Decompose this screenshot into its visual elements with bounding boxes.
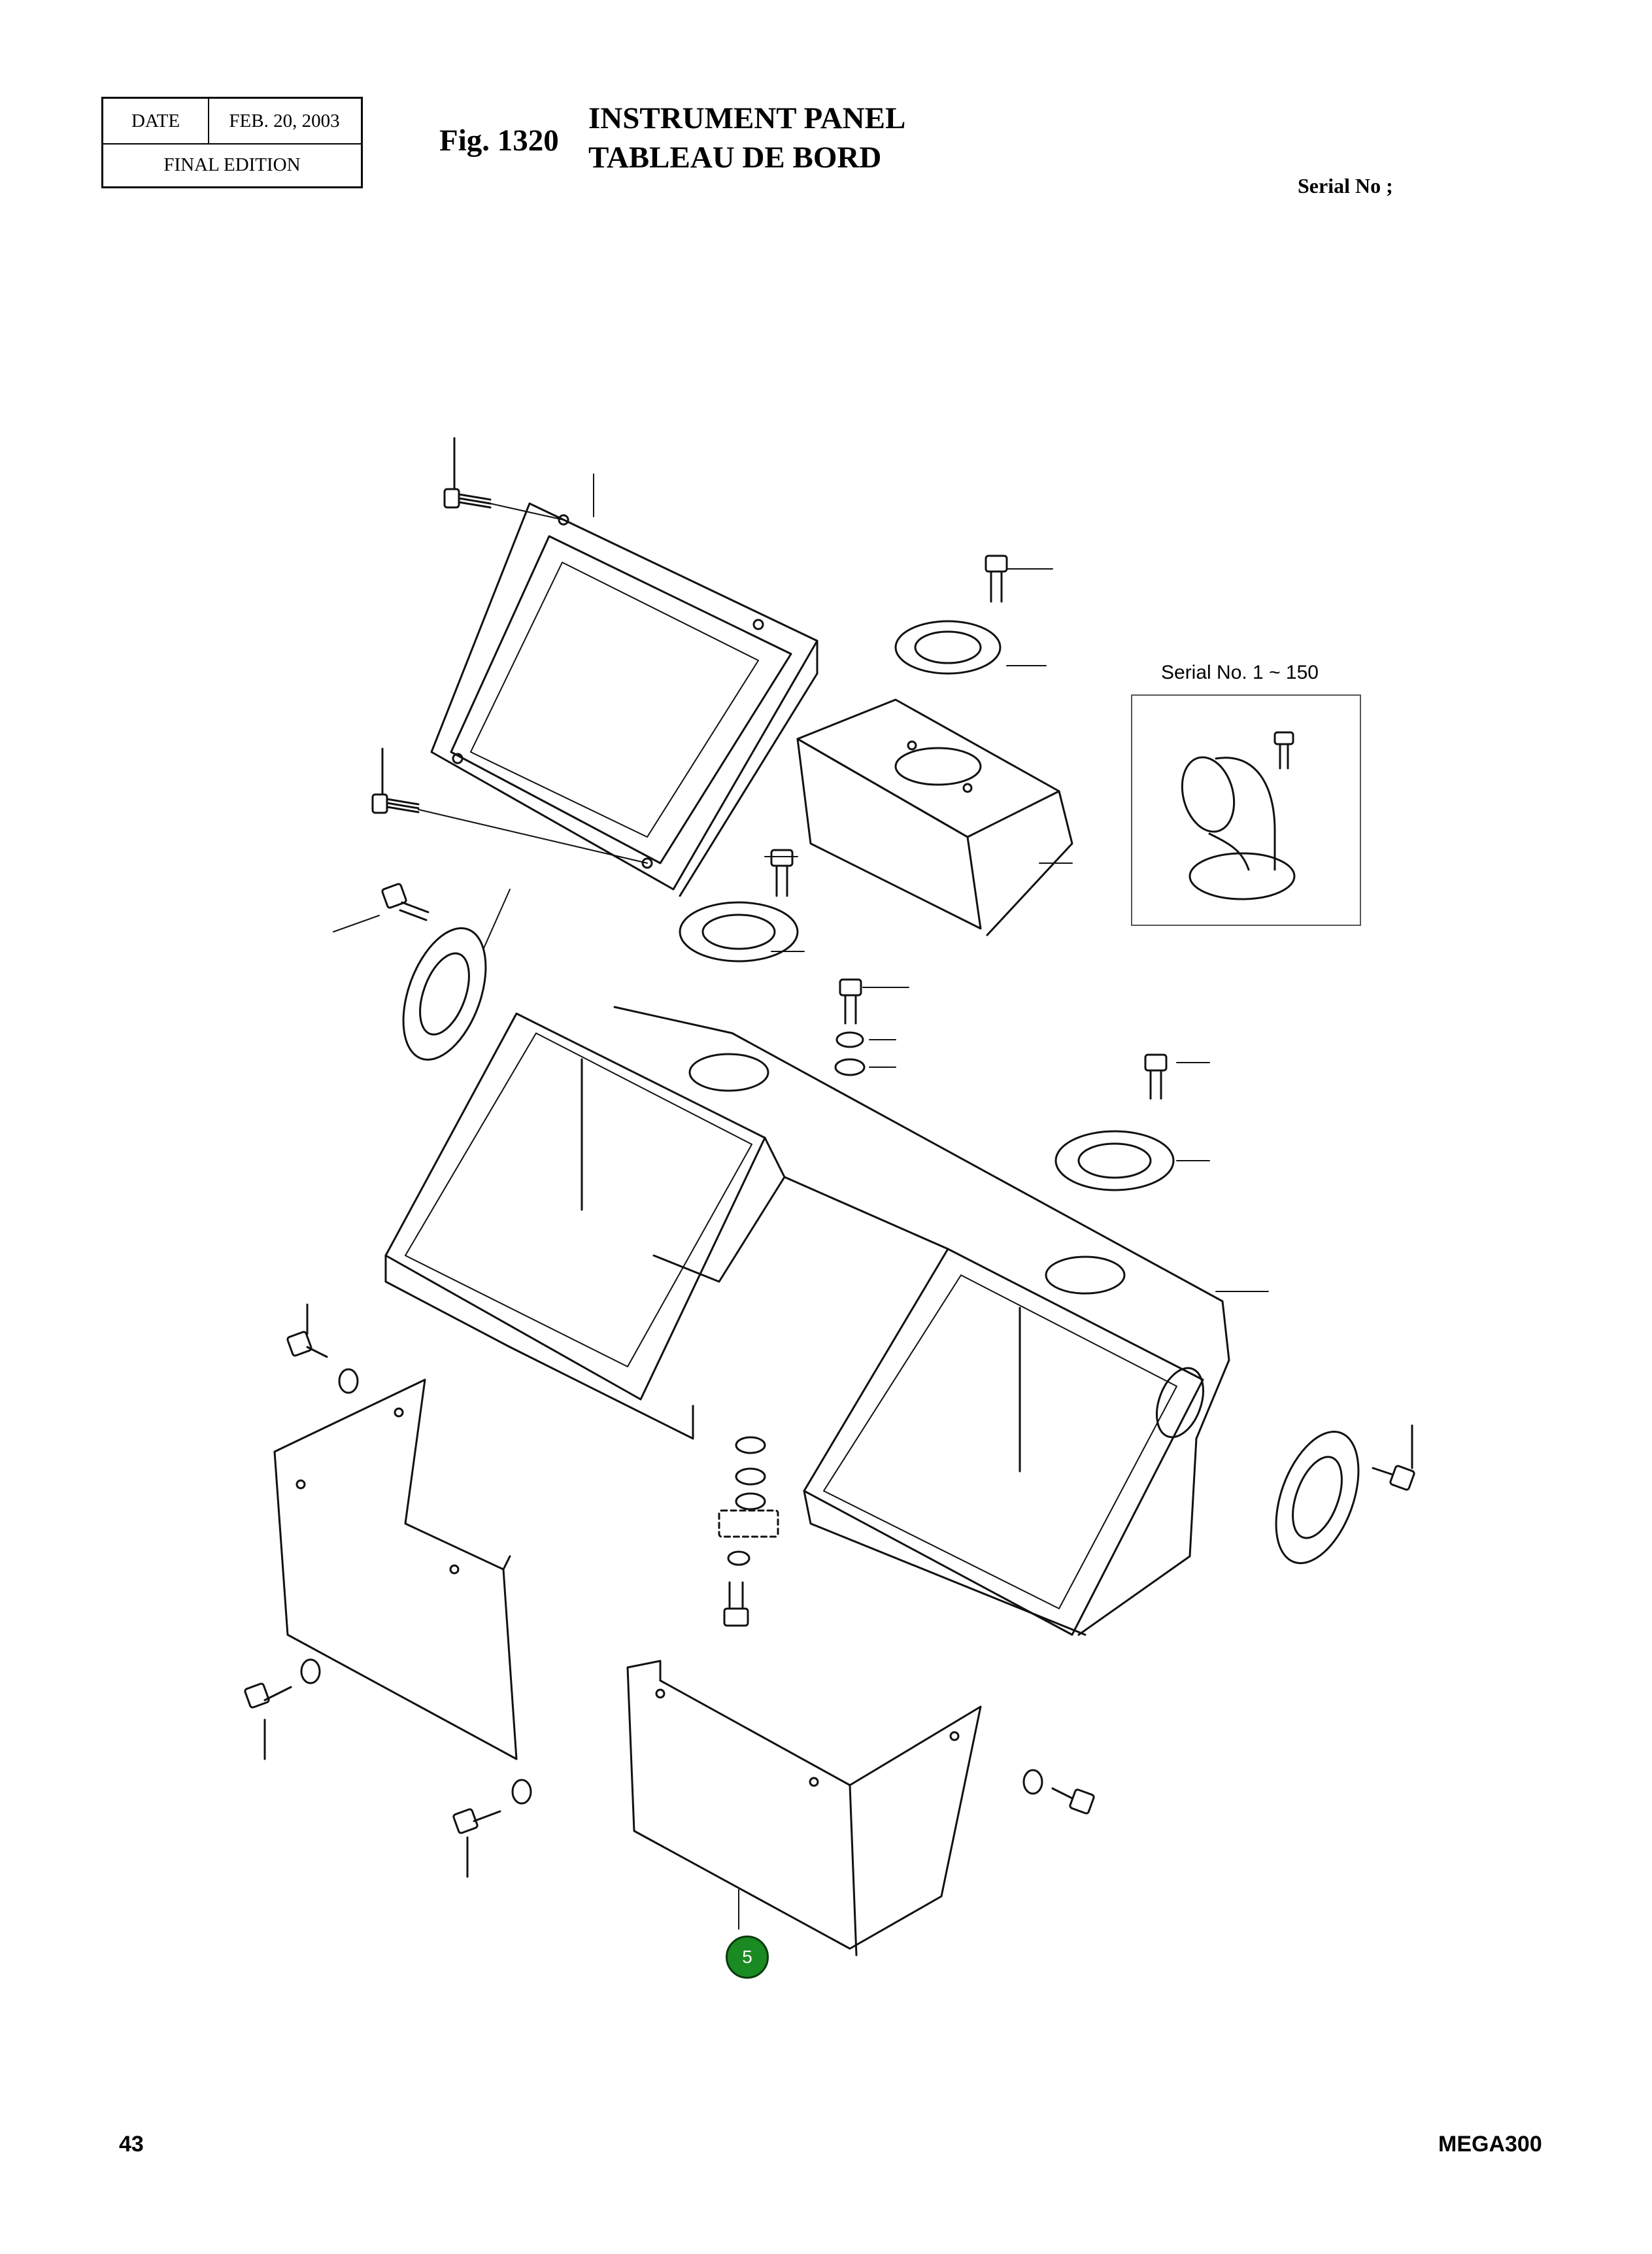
figure-number: Fig. 1320 xyxy=(439,124,559,158)
inset-serial-label: Serial No. 1 ~ 150 xyxy=(1161,662,1319,683)
flange-ring-top xyxy=(894,620,1002,675)
inset-detail-box xyxy=(1131,694,1361,926)
page-title-french: TABLEAU DE BORD xyxy=(588,141,882,175)
screw-top-left xyxy=(443,437,492,509)
gauge-bezel-top xyxy=(430,502,818,897)
leader-lines xyxy=(333,473,1269,1292)
bolt-left-bottom xyxy=(244,1658,321,1760)
bolt-bottom-right xyxy=(1022,1769,1095,1815)
bolt-center xyxy=(839,978,862,1025)
flange-ring-right xyxy=(1054,1130,1175,1191)
bolt-bottom-left xyxy=(452,1779,532,1878)
hardware-stack-center xyxy=(718,1436,779,1627)
cover-plate-bottom xyxy=(626,1660,982,1956)
date-label: DATE xyxy=(103,99,209,143)
page-number: 43 xyxy=(119,2132,144,2157)
page-title-english: INSTRUMENT PANEL xyxy=(588,101,906,135)
bolt-mid xyxy=(770,849,794,897)
callout-5[interactable]: 5 xyxy=(726,1936,769,1979)
screw-mid-left xyxy=(371,747,420,814)
washer-pair xyxy=(834,1031,866,1076)
model-name: MEGA300 xyxy=(1438,2132,1542,2157)
flange-ring-far-right xyxy=(1275,1431,1360,1564)
inset-elbow-duct xyxy=(1181,731,1296,900)
flange-ring-mid xyxy=(679,901,799,963)
edition-label: FINAL EDITION xyxy=(163,154,301,175)
edition-box-top-row: DATE FEB. 20, 2003 xyxy=(103,99,361,145)
flange-ring-left xyxy=(402,927,487,1061)
bolt-far-right xyxy=(1372,1424,1415,1491)
date-value: FEB. 20, 2003 xyxy=(229,110,340,131)
main-housing xyxy=(384,1006,1230,1636)
serial-number-label: Serial No ; xyxy=(1298,174,1393,197)
cover-plate-left xyxy=(273,1378,518,1760)
mounting-bracket-upper xyxy=(796,698,1073,936)
edition-box: DATE FEB. 20, 2003 FINAL EDITION xyxy=(101,97,363,188)
bolt-right xyxy=(1144,1053,1168,1100)
bolt-left-lower xyxy=(286,1303,359,1394)
bolt-top xyxy=(985,555,1008,603)
bolt-left-upper xyxy=(381,883,430,921)
